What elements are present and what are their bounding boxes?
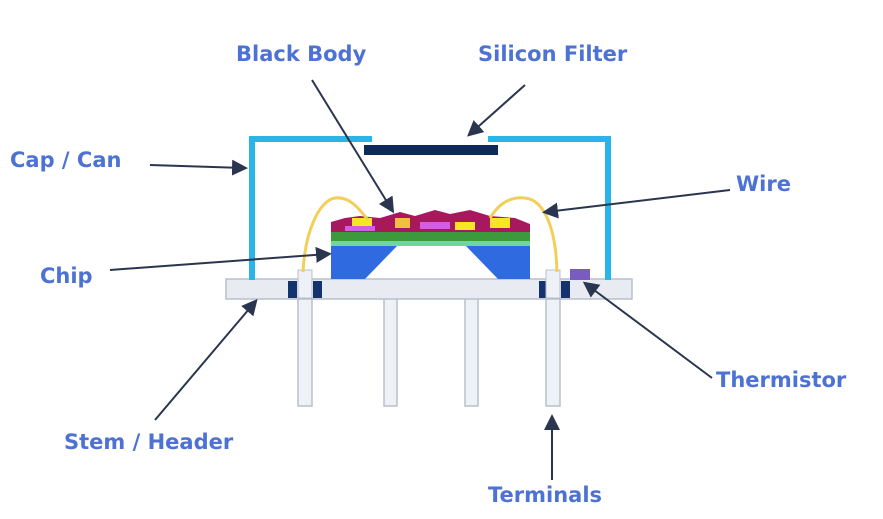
- label-black-body: Black Body: [236, 42, 367, 66]
- thermistor: [570, 269, 590, 280]
- stem-header-plate: [225, 278, 633, 300]
- pin: [383, 297, 398, 407]
- label-cap-can: Cap / Can: [10, 148, 122, 172]
- chip-layer-green: [331, 232, 530, 241]
- label-stem-header: Stem / Header: [64, 430, 234, 454]
- leader-lines: [109, 79, 731, 480]
- leader-cap: [149, 159, 248, 176]
- leader-black-body: [311, 79, 395, 214]
- pin-top: [297, 269, 313, 299]
- leader-stem: [154, 298, 258, 421]
- leader-thermistor: [582, 281, 713, 379]
- chip-membrane: [331, 241, 530, 246]
- label-chip: Chip: [40, 264, 93, 288]
- pin: [545, 281, 561, 407]
- terminal-pins: [297, 281, 561, 407]
- glass-seals: [288, 281, 570, 298]
- label-terminals: Terminals: [488, 483, 603, 507]
- black-body-layer: [331, 210, 530, 232]
- leader-wire: [542, 189, 731, 219]
- leader-chip: [109, 246, 332, 271]
- pin: [464, 297, 479, 407]
- leader-silicon-filter: [467, 84, 526, 137]
- bond-wires: [301, 196, 559, 273]
- label-silicon-filter: Silicon Filter: [478, 42, 628, 66]
- chip-substrate: [331, 245, 530, 279]
- label-thermistor: Thermistor: [716, 368, 847, 392]
- label-wire: Wire: [736, 172, 791, 196]
- pin: [297, 281, 313, 407]
- silicon-filter: [364, 145, 498, 155]
- pin-top: [545, 269, 561, 299]
- cap-can: [249, 136, 611, 280]
- black-body-highlights: [345, 218, 510, 231]
